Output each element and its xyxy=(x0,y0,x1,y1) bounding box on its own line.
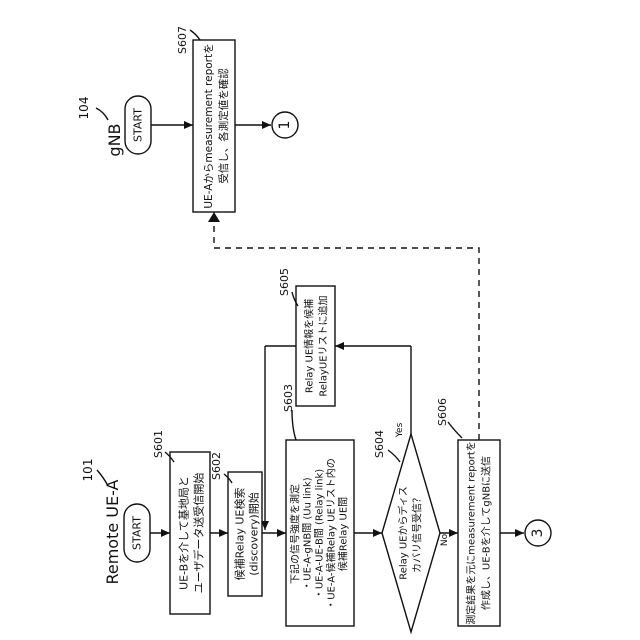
gnb-flow: 104 gNB START UE-Aからmeasurement reportを … xyxy=(77,26,298,212)
s605-line1: Relay UE情報を候補 xyxy=(303,299,316,393)
s605-line2: RelayUEリストに追加 xyxy=(317,295,330,396)
remote-start-label: START xyxy=(131,516,144,550)
s603-line4: ・UE-A-候補Relay UEリスト内の xyxy=(325,458,338,610)
s607-line1: UE-Aからmeasurement reportを xyxy=(203,43,215,208)
s606-line2: 作成し、UE-Bを介してgNBに送信 xyxy=(480,456,493,610)
s601-line1: UE-Bを介して基地局と xyxy=(178,476,191,590)
s604-id: S604 xyxy=(373,430,386,458)
s603-line3: ・UE-A-UE-B間 (Relay link) xyxy=(314,469,326,599)
s606-line1: 測定結果を元にmeasurement reportを xyxy=(465,441,478,625)
gnb-title: gNB xyxy=(105,123,124,156)
s607-leader xyxy=(190,30,200,40)
remote-flow: 101 Remote UE-A START UE-Bを介して基地局と ユーザデー… xyxy=(81,212,551,632)
s607-line2: 受信し、各測定値を確認 xyxy=(217,68,230,184)
s604-diamond xyxy=(382,434,440,632)
s607-id: S607 xyxy=(176,26,189,54)
connector-3-label: 3 xyxy=(530,529,546,538)
s606-leader xyxy=(448,422,462,438)
s601-id: S601 xyxy=(152,430,165,458)
dashed-report-arrowhead xyxy=(208,212,220,222)
s604-line1: Relay UEからディス xyxy=(397,486,410,580)
s602-line1: 候補Relay UE検索 xyxy=(233,488,247,581)
s603-id: S603 xyxy=(282,384,295,412)
s601-line2: ユーザデータ送受信開始 xyxy=(192,473,206,594)
gnb-ref-leader xyxy=(96,108,108,120)
s603-line5: 候補Relay UE間 xyxy=(337,497,350,571)
s603-line1: 下記の信号強度を測定 xyxy=(289,484,302,584)
s604-leader xyxy=(388,450,400,462)
s604-yes-label: Yes xyxy=(395,422,405,438)
s602-id: S602 xyxy=(210,452,223,480)
s606-id: S606 xyxy=(436,398,449,426)
s604-no-label: No xyxy=(440,533,450,546)
remote-title: Remote UE-A xyxy=(103,479,122,584)
s604-line2: カバリ信号受信？ xyxy=(412,493,424,573)
s603-line2: ・UE-A-gNB間 (Uu link) xyxy=(302,477,314,591)
s605-id: S605 xyxy=(278,268,291,296)
connector-1-label: 1 xyxy=(277,121,293,130)
s603-leader xyxy=(292,410,296,440)
s602-line2: (discovery)開始 xyxy=(247,492,261,575)
gnb-ref: 104 xyxy=(77,97,91,120)
remote-ref: 101 xyxy=(81,459,95,482)
s606-box xyxy=(458,440,500,626)
gnb-start-label: START xyxy=(132,108,145,142)
